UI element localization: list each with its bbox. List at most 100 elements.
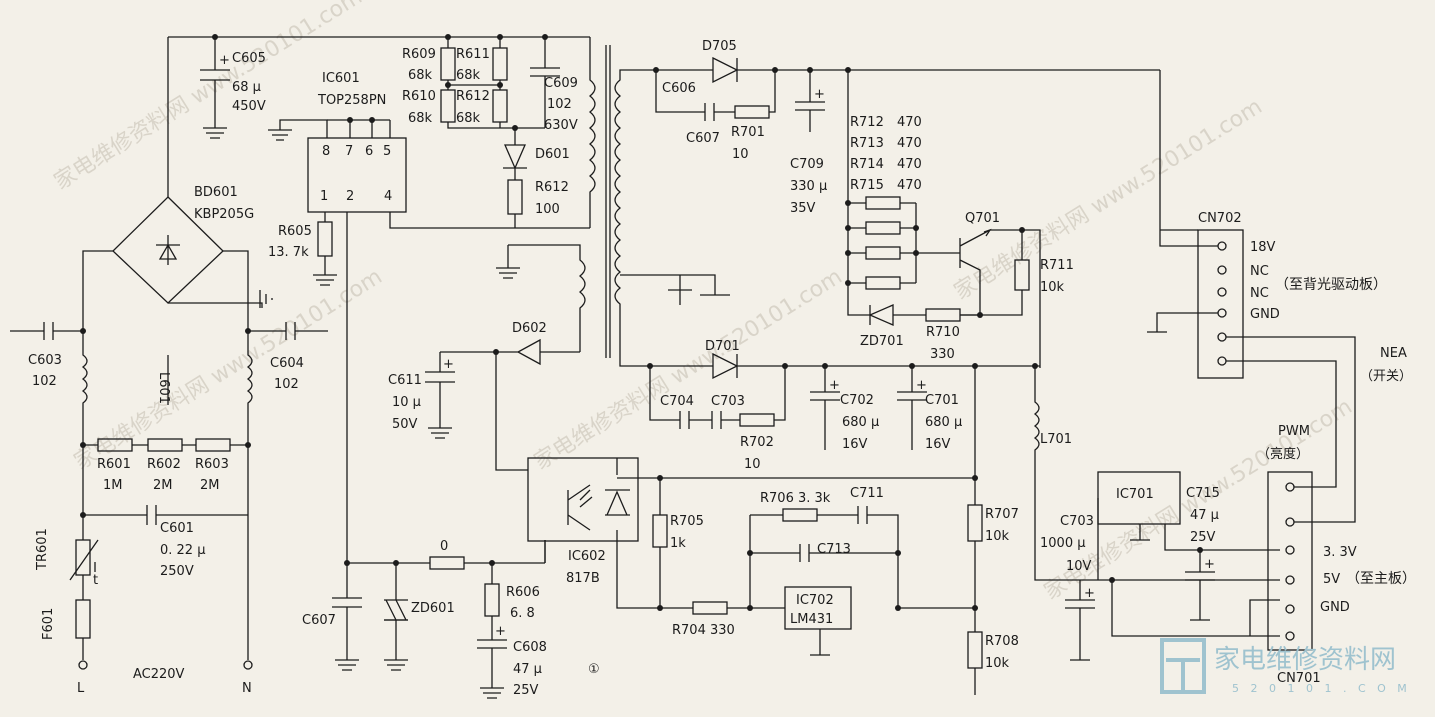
svg-text:+: +	[1084, 586, 1095, 601]
svg-text:C709: C709	[790, 157, 824, 172]
svg-text:R711: R711	[1040, 258, 1074, 273]
svg-text:+: +	[1204, 557, 1215, 572]
svg-text:25V: 25V	[1190, 530, 1216, 545]
svg-text:R612: R612	[535, 180, 569, 195]
svg-text:家电维修资料网 www.520101.com: 家电维修资料网 www.520101.com	[70, 264, 387, 475]
svg-text:L601: L601	[156, 372, 171, 404]
svg-text:3. 3V: 3. 3V	[1323, 545, 1357, 560]
svg-text:D602: D602	[512, 321, 547, 336]
svg-text:家电维修资料网: 家电维修资料网	[1214, 645, 1396, 675]
svg-text:2M: 2M	[200, 478, 220, 493]
svg-text:68k: 68k	[456, 111, 481, 126]
svg-text:10k: 10k	[985, 529, 1010, 544]
site-logo: 家电维修资料网 5 2 0 1 0 1 . C O M	[1160, 638, 1411, 695]
svg-text:680 μ: 680 μ	[842, 415, 879, 430]
svg-text:+: +	[814, 87, 825, 102]
resistor-r605: R605 13. 7k	[268, 221, 337, 286]
diode-d602: D602	[440, 321, 580, 471]
svg-text:0: 0	[440, 539, 448, 554]
svg-text:0. 22 μ: 0. 22 μ	[160, 543, 205, 558]
svg-text:IC601: IC601	[322, 71, 360, 86]
svg-text:C702: C702	[840, 393, 874, 408]
svg-text:R612: R612	[456, 89, 490, 104]
svg-text:PWM: PWM	[1278, 424, 1310, 439]
svg-text:C715: C715	[1186, 486, 1220, 501]
inductor-l601: L601	[81, 338, 253, 445]
svg-text:ZD601: ZD601	[411, 601, 455, 616]
svg-text:2: 2	[346, 189, 354, 204]
svg-text:680 μ: 680 μ	[925, 415, 962, 430]
capacitor-c604: C604 102	[248, 322, 328, 392]
svg-text:68k: 68k	[408, 111, 433, 126]
svg-text:C609: C609	[544, 76, 578, 91]
svg-text:102: 102	[32, 374, 57, 389]
snubber-c606-c607-r701: C606 C607 R701 10	[655, 70, 776, 162]
svg-text:25V: 25V	[513, 683, 539, 698]
svg-text:470: 470	[897, 157, 922, 172]
ic601-top258pn: 8 7 6 5 1 2 4 IC601 TOP258PN	[268, 71, 590, 563]
svg-text:家电维修资料网 www.520101.com: 家电维修资料网 www.520101.com	[530, 264, 847, 475]
svg-text:D701: D701	[705, 339, 740, 354]
svg-text:100: 100	[535, 202, 560, 217]
svg-text:IC702: IC702	[796, 593, 834, 608]
svg-text:630V: 630V	[544, 118, 578, 133]
transformer	[496, 37, 730, 367]
svg-text:1M: 1M	[103, 478, 123, 493]
svg-text:BD601: BD601	[194, 185, 238, 200]
svg-text:（亮度）: （亮度）	[1257, 446, 1309, 462]
svg-text:IC701: IC701	[1116, 487, 1154, 502]
diode-d701: D701	[660, 339, 1040, 380]
fuse-f601: F601	[41, 575, 91, 670]
svg-text:①: ①	[588, 662, 600, 677]
svg-text:TR601: TR601	[35, 528, 50, 571]
svg-text:5: 5	[383, 144, 391, 159]
svg-text:C701: C701	[925, 393, 959, 408]
svg-text:10V: 10V	[1066, 559, 1092, 574]
svg-text:R701: R701	[731, 125, 765, 140]
thermistor-tr601: TR601 t	[35, 515, 99, 588]
svg-text:C703: C703	[711, 394, 745, 409]
svg-text:18V: 18V	[1250, 240, 1276, 255]
svg-text:C603: C603	[28, 353, 62, 368]
capacitor-c709: + C709 330 μ 35V	[790, 70, 827, 216]
svg-text:8: 8	[322, 144, 330, 159]
svg-text:2M: 2M	[153, 478, 173, 493]
svg-text:68k: 68k	[408, 68, 433, 83]
svg-text:R610: R610	[402, 89, 436, 104]
svg-text:R606: R606	[506, 585, 540, 600]
svg-text:R609: R609	[402, 47, 436, 62]
svg-text:KBP205G: KBP205G	[194, 207, 254, 222]
svg-text:C605: C605	[232, 51, 266, 66]
svg-text:10k: 10k	[985, 656, 1010, 671]
svg-text:F601: F601	[41, 608, 56, 640]
svg-text:47 μ: 47 μ	[513, 662, 542, 677]
svg-text:C601: C601	[160, 521, 194, 536]
svg-text:10: 10	[744, 457, 761, 472]
svg-text:6. 8: 6. 8	[510, 606, 535, 621]
svg-text:+: +	[829, 378, 840, 393]
svg-text:Q701: Q701	[965, 211, 1000, 226]
svg-text:C704: C704	[660, 394, 694, 409]
snubber-c704-c703-r702: C704 C703 R702 10	[649, 366, 786, 472]
svg-text:R603: R603	[195, 457, 229, 472]
svg-text:C607: C607	[686, 131, 720, 146]
svg-text:R706 3. 3k: R706 3. 3k	[760, 491, 831, 506]
svg-text:330: 330	[930, 347, 955, 362]
svg-text:R710: R710	[926, 325, 960, 340]
svg-text:R708: R708	[985, 634, 1019, 649]
svg-text:50V: 50V	[392, 417, 418, 432]
svg-text:16V: 16V	[842, 437, 868, 452]
svg-text:R605: R605	[278, 224, 312, 239]
svg-text:（开关）: （开关）	[1360, 369, 1412, 384]
svg-text:L701: L701	[1040, 432, 1072, 447]
svg-text:470: 470	[897, 115, 922, 130]
svg-text:5 2 0 1 0 1 . C O M: 5 2 0 1 0 1 . C O M	[1232, 682, 1411, 695]
svg-text:AC220V: AC220V	[133, 667, 185, 682]
svg-text:R702: R702	[740, 435, 774, 450]
svg-text:470: 470	[897, 136, 922, 151]
svg-text:1k: 1k	[670, 536, 686, 551]
svg-text:R704 330: R704 330	[672, 623, 735, 638]
svg-text:5V: 5V	[1323, 572, 1340, 587]
svg-text:N: N	[242, 681, 252, 696]
